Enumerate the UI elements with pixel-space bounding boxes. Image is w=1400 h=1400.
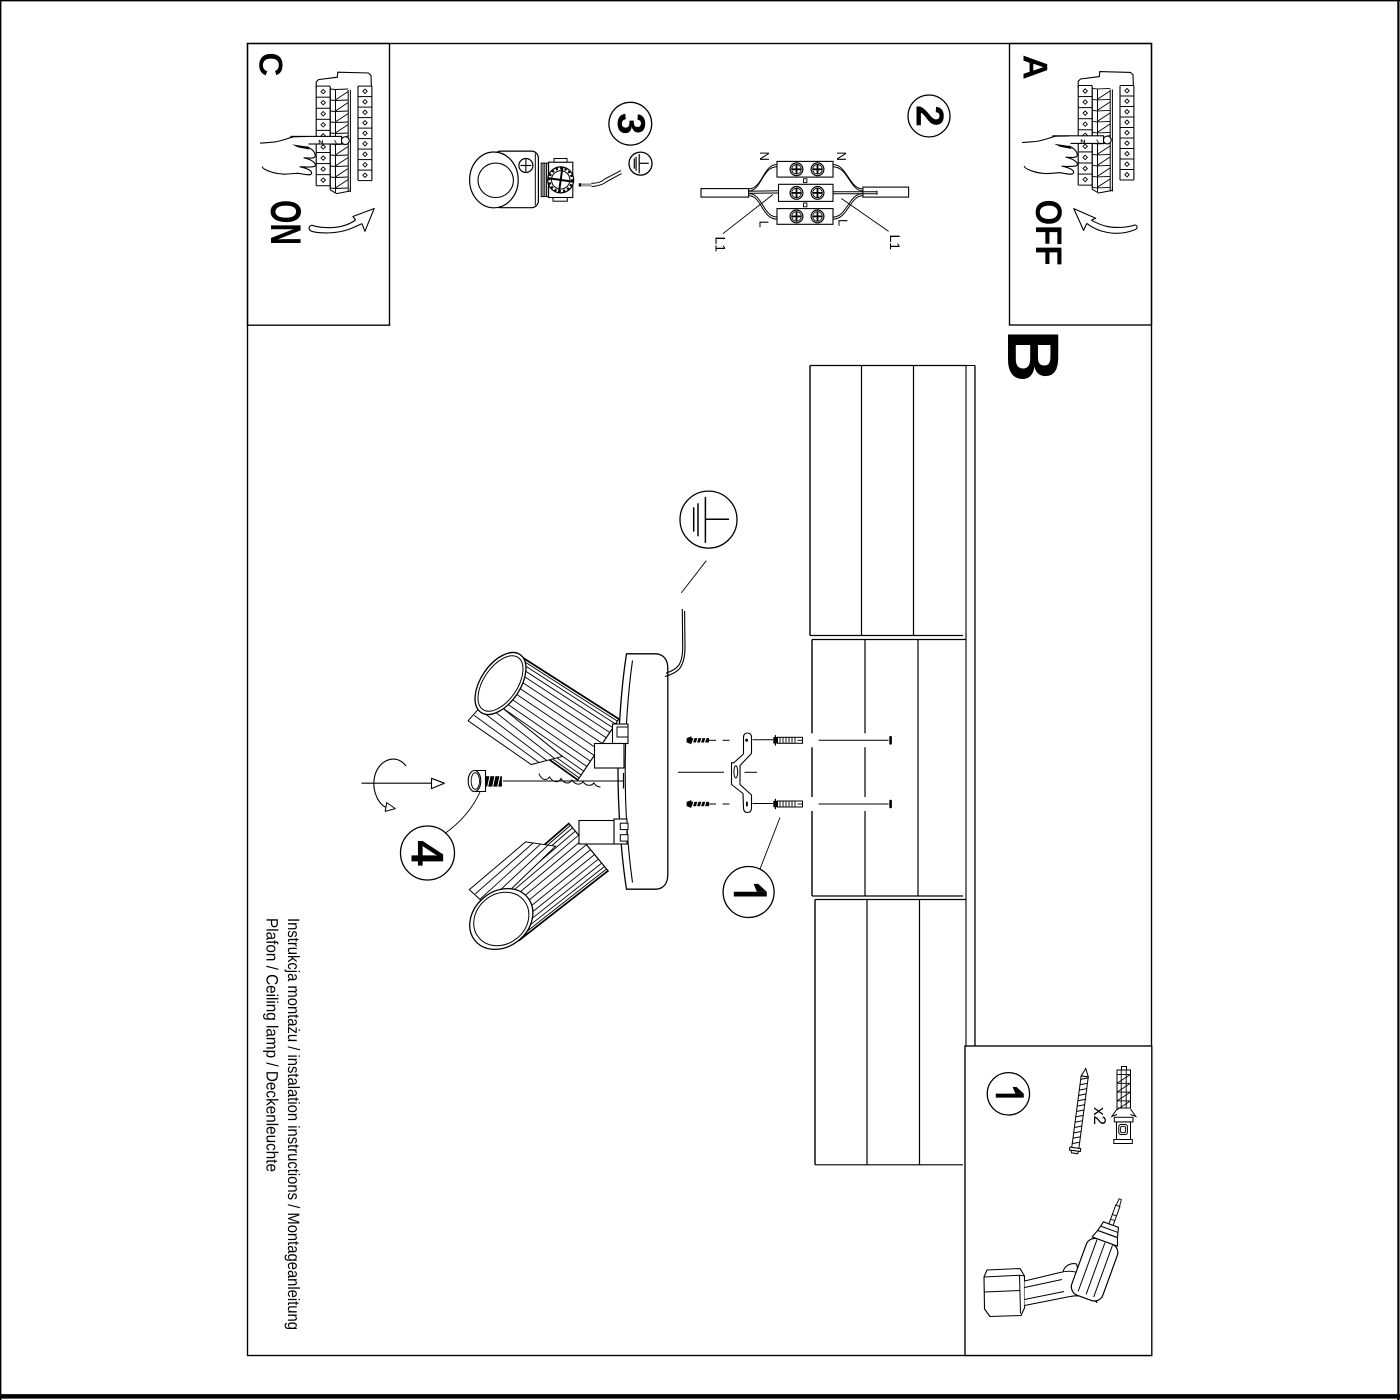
svg-text:L: L bbox=[836, 219, 851, 226]
svg-text:Instrukcja montażu / instalati: Instrukcja montażu / instalation instruc… bbox=[284, 918, 302, 1330]
svg-text:L: L bbox=[756, 221, 771, 228]
svg-text:N: N bbox=[834, 152, 849, 161]
svg-text:OFF: OFF bbox=[1028, 200, 1069, 266]
svg-text:L1: L1 bbox=[887, 235, 903, 251]
svg-text:ON: ON bbox=[261, 200, 309, 245]
svg-text:C: C bbox=[253, 53, 290, 77]
svg-text:A: A bbox=[1016, 55, 1054, 80]
svg-text:2: 2 bbox=[908, 105, 951, 127]
svg-text:3: 3 bbox=[609, 113, 652, 135]
svg-text:N: N bbox=[757, 152, 772, 161]
svg-text:L1: L1 bbox=[713, 237, 729, 253]
svg-text:B: B bbox=[992, 330, 1073, 383]
svg-text:x2: x2 bbox=[1090, 1107, 1109, 1125]
svg-text:Plafon / Ceiling lamp / Decken: Plafon / Ceiling lamp / Deckenleuchte bbox=[263, 918, 281, 1172]
svg-text:4: 4 bbox=[402, 840, 454, 866]
